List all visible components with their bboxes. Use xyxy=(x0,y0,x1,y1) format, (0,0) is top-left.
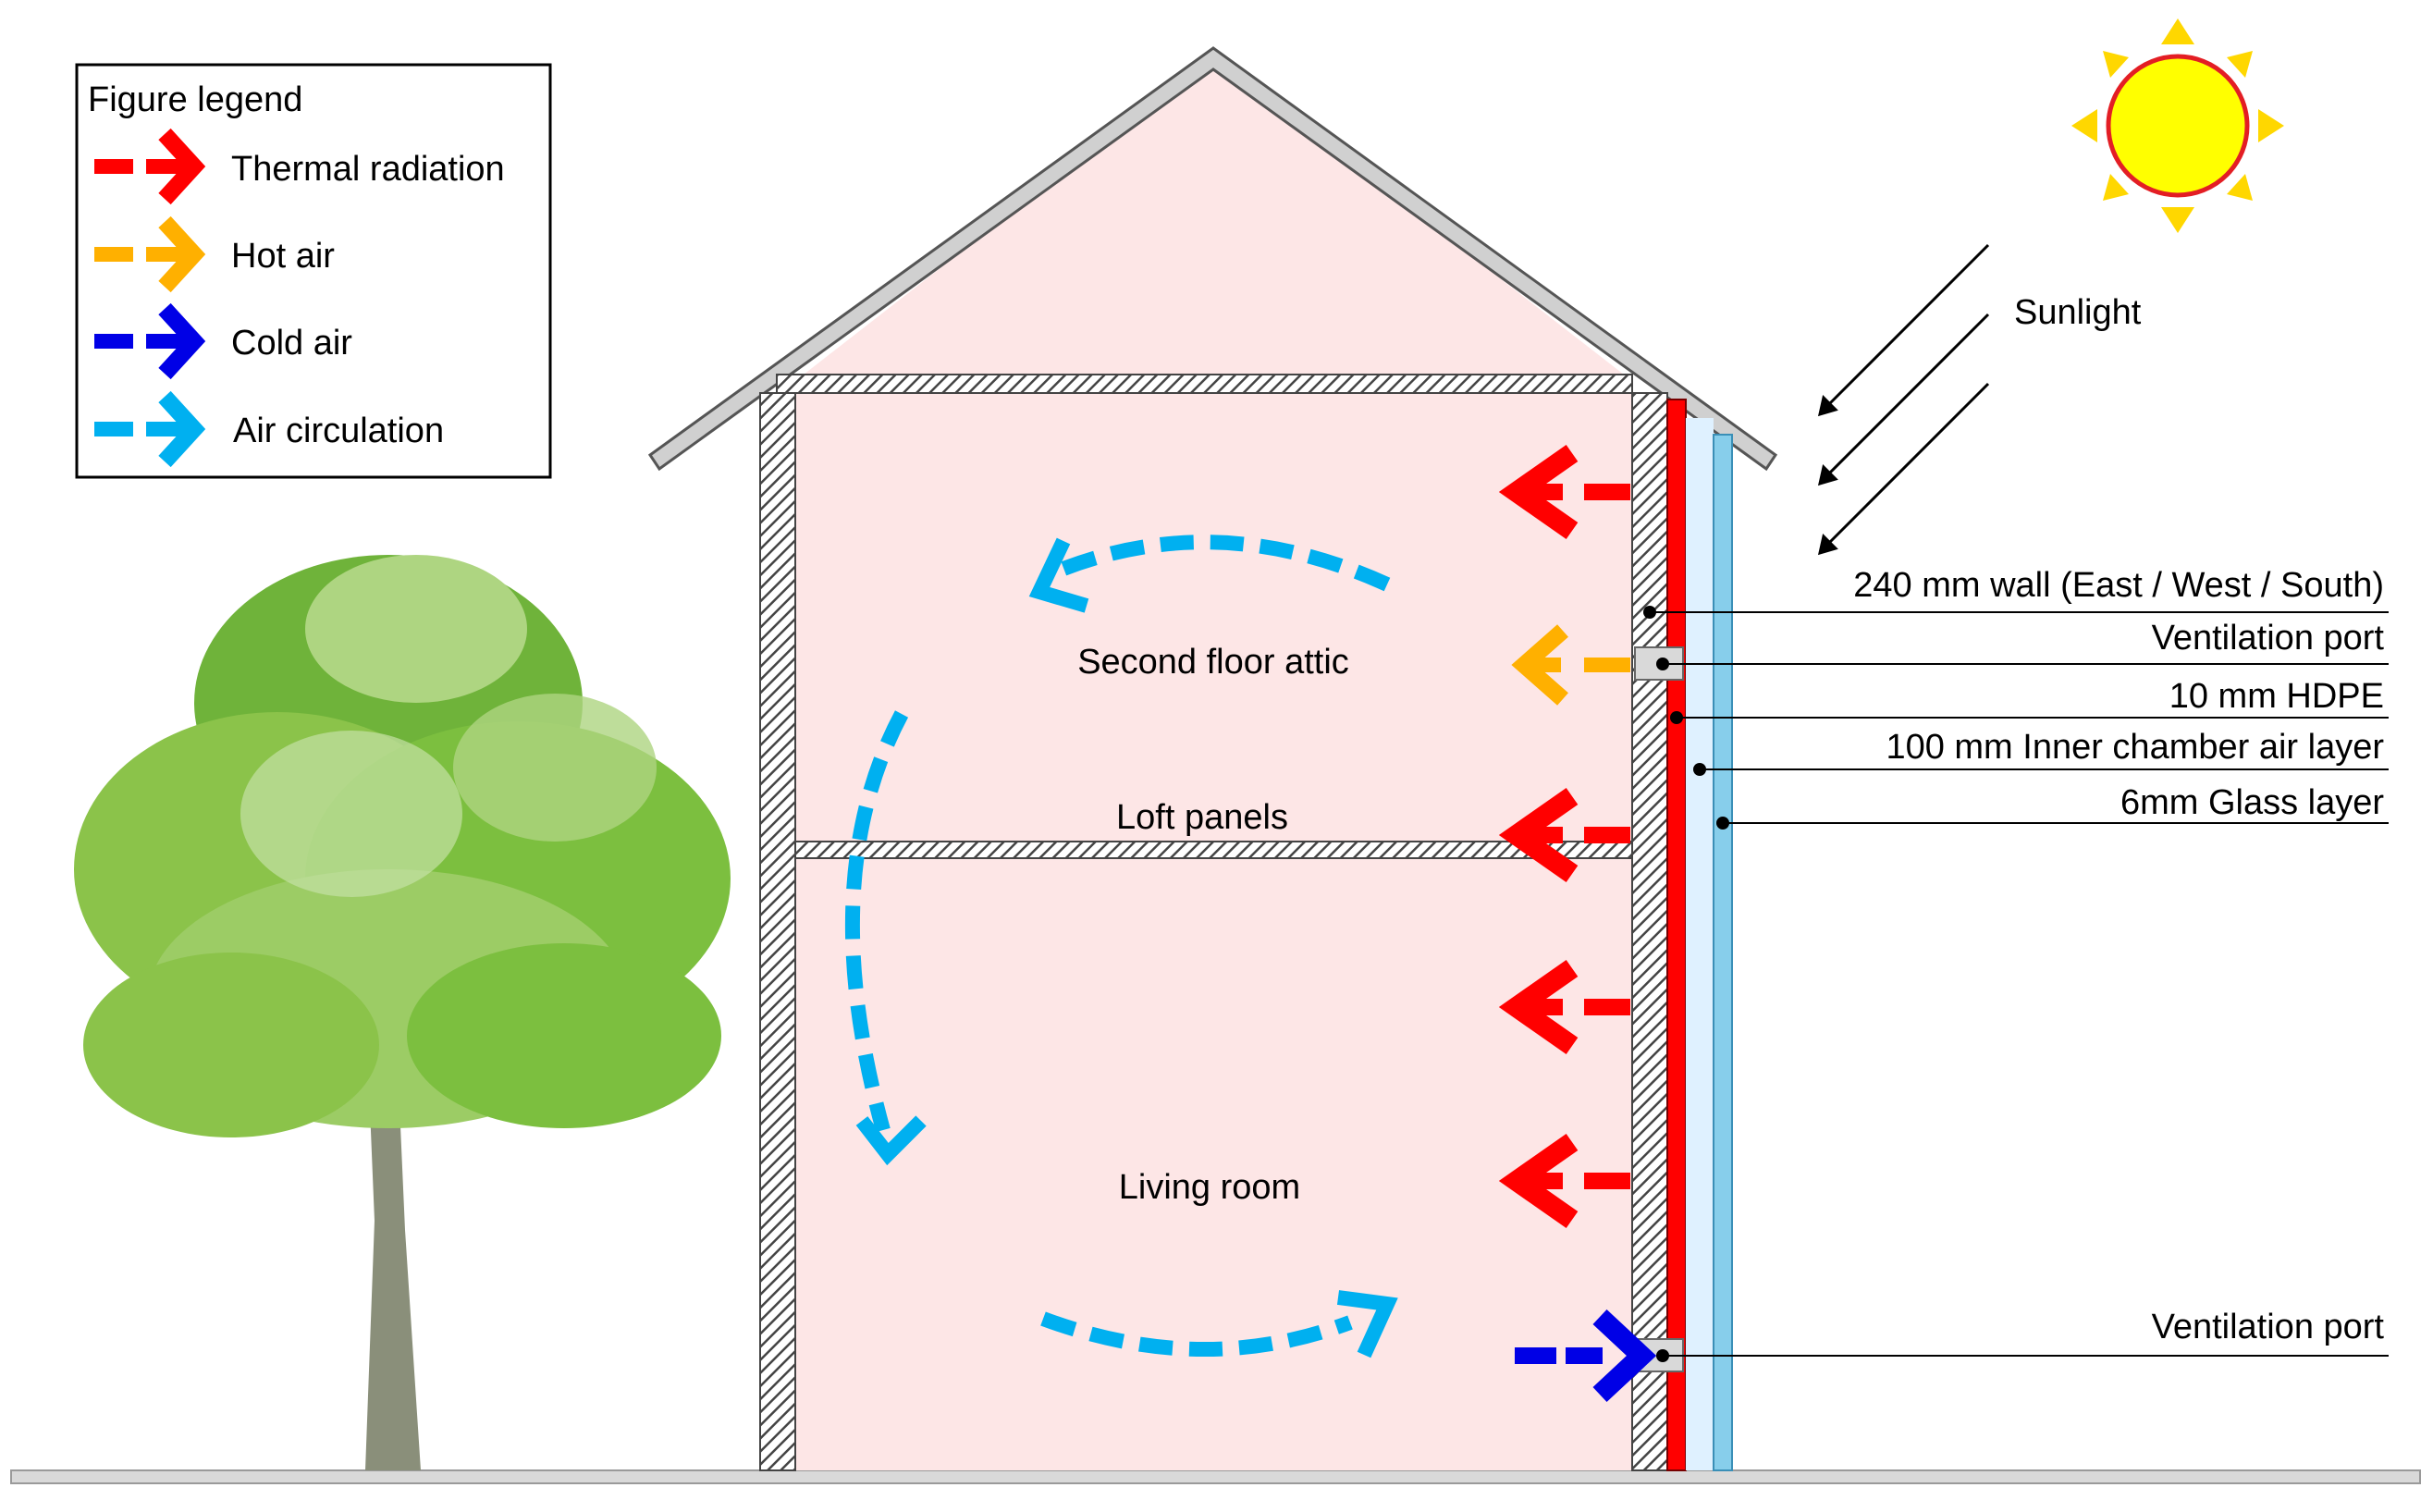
sun-icon xyxy=(2071,18,2284,233)
left-wall xyxy=(759,392,796,1471)
hot-air-arrow-icon xyxy=(94,215,206,293)
air-chamber-layer xyxy=(1686,418,1714,1470)
sunlight-rays xyxy=(1817,243,1990,556)
sunlight-label: Sunlight xyxy=(2014,293,2142,332)
layer-label-hdpe: 10 mm HDPE xyxy=(2169,677,2384,716)
legend-title: Figure legend xyxy=(88,80,302,119)
layer-label-air: 100 mm Inner chamber air layer xyxy=(1886,728,2384,767)
loft-panel-floor xyxy=(794,841,1633,859)
legend-label-thermal-radiation: Thermal radiation xyxy=(231,150,505,189)
legend-label-hot-air: Hot air xyxy=(231,237,335,276)
air-circulation-arrowheads xyxy=(855,537,1398,1358)
hot-air-arrow xyxy=(1511,624,1630,706)
bottom-vent-port-label: Ventilation port xyxy=(2152,1308,2385,1346)
right-wall xyxy=(1631,392,1668,1471)
layer-leader-dots xyxy=(1643,606,1729,1362)
layer-label-glass: 6mm Glass layer xyxy=(2120,783,2384,822)
thermal-radiation-arrow-4 xyxy=(1498,1133,1630,1229)
room-label-attic: Second floor attic xyxy=(1077,643,1349,682)
legend-label-cold-air: Cold air xyxy=(231,324,352,363)
layer-label-wall: 240 mm wall (East / West / South) xyxy=(1853,566,2384,605)
glass-layer xyxy=(1713,434,1733,1471)
thermal-radiation-arrow-2 xyxy=(1498,787,1630,883)
layer-leader-lines xyxy=(1650,611,2389,1357)
house-interior xyxy=(777,381,1632,1470)
air-circulation-loop xyxy=(844,535,1391,1358)
room-label-floor: Loft panels xyxy=(1116,798,1288,837)
ground xyxy=(10,1469,2421,1484)
cold-air-arrow-icon xyxy=(94,302,206,380)
hdpe-layer xyxy=(1666,399,1687,1471)
legend-label-air-circulation: Air circulation xyxy=(233,412,444,450)
legend-item-cold-air: Cold air xyxy=(94,302,352,380)
roof xyxy=(647,46,1778,472)
tree-icon xyxy=(74,555,731,1470)
legend-item-thermal-radiation: Thermal radiation xyxy=(94,128,505,205)
layer-label-vent-port: Ventilation port xyxy=(2152,619,2385,658)
room-label-living: Living room xyxy=(1119,1168,1300,1207)
figure-legend: Figure legend Thermal radiation Hot air xyxy=(75,63,552,479)
thermal-radiation-arrow-3 xyxy=(1498,959,1630,1055)
thermal-radiation-arrow-icon xyxy=(94,128,206,205)
ceiling-slab xyxy=(776,374,1633,394)
air-circulation-arrow-icon xyxy=(94,390,206,468)
cold-air-arrow xyxy=(1515,1309,1657,1403)
attic-roof-space xyxy=(795,55,1632,381)
legend-item-hot-air: Hot air xyxy=(94,215,335,293)
legend-item-air-circulation: Air circulation xyxy=(94,390,444,468)
thermal-radiation-arrow-1 xyxy=(1498,444,1630,540)
